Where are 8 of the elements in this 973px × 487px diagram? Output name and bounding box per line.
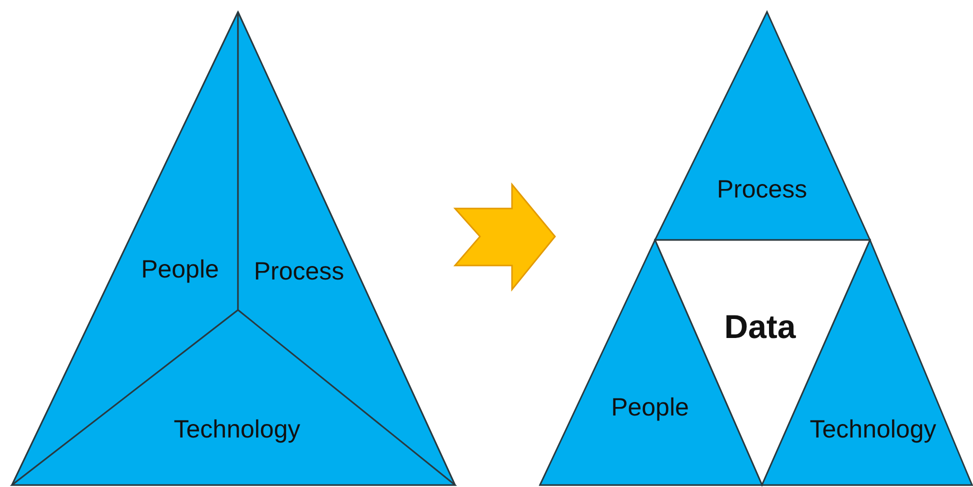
segment-label: People — [141, 256, 219, 284]
segment-label: Technology — [810, 416, 936, 444]
segment-label: Technology — [174, 416, 300, 444]
chevron-arrow — [453, 182, 556, 292]
segment-label: Data — [724, 308, 796, 346]
segment-label: Process — [716, 176, 808, 204]
segment-label: Process — [254, 258, 344, 286]
segment-label: People — [611, 394, 689, 422]
